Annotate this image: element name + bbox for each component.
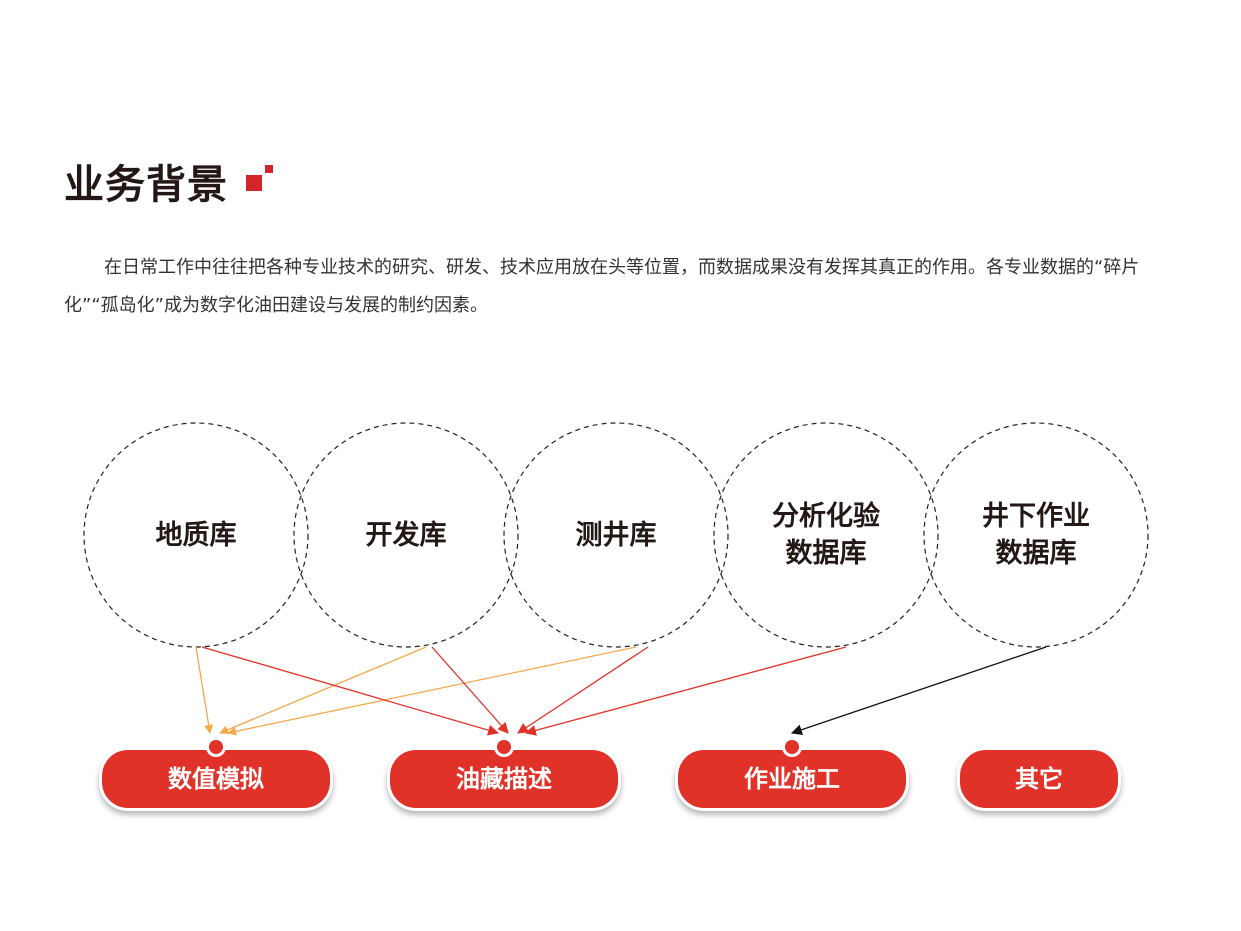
title-accent-mark [246,165,274,193]
link-arrow-1 [195,646,214,734]
application-connector-dot-2 [494,737,514,757]
database-circle-5 [923,422,1149,648]
database-label-1: 地质库 [155,519,237,551]
application-pill-4[interactable]: 其它 [957,747,1121,811]
database-label-2: 开发库 [365,519,447,551]
database-circle-3 [503,422,729,648]
link-arrow-2 [219,646,427,735]
intro-paragraph: 在日常工作中往往把各种专业技术的研究、研发、技术应用放在头等位置，而数据成果没有… [64,257,1140,316]
database-circle-2 [293,422,519,648]
link-arrow-7 [524,646,847,736]
application-connector-dot-1 [206,737,226,757]
title-accent-square-small [265,165,273,173]
link-arrow-6 [517,646,649,734]
application-connector-dot-3 [782,737,802,757]
link-arrow-4 [201,646,500,736]
database-label-3: 测井库 [575,519,657,551]
link-arrow-5 [431,646,509,734]
application-pill-2[interactable]: 油藏描述 [387,747,621,811]
database-label-4: 分析化验 数据库 [772,501,880,569]
section-title: 业务背景 [64,162,228,208]
title-accent-square-large [246,175,262,191]
link-arrow-3 [227,646,637,736]
database-label-5: 井下作业 数据库 [982,501,1090,569]
link-arrow-8 [790,646,1047,736]
database-circle-4 [713,422,939,648]
